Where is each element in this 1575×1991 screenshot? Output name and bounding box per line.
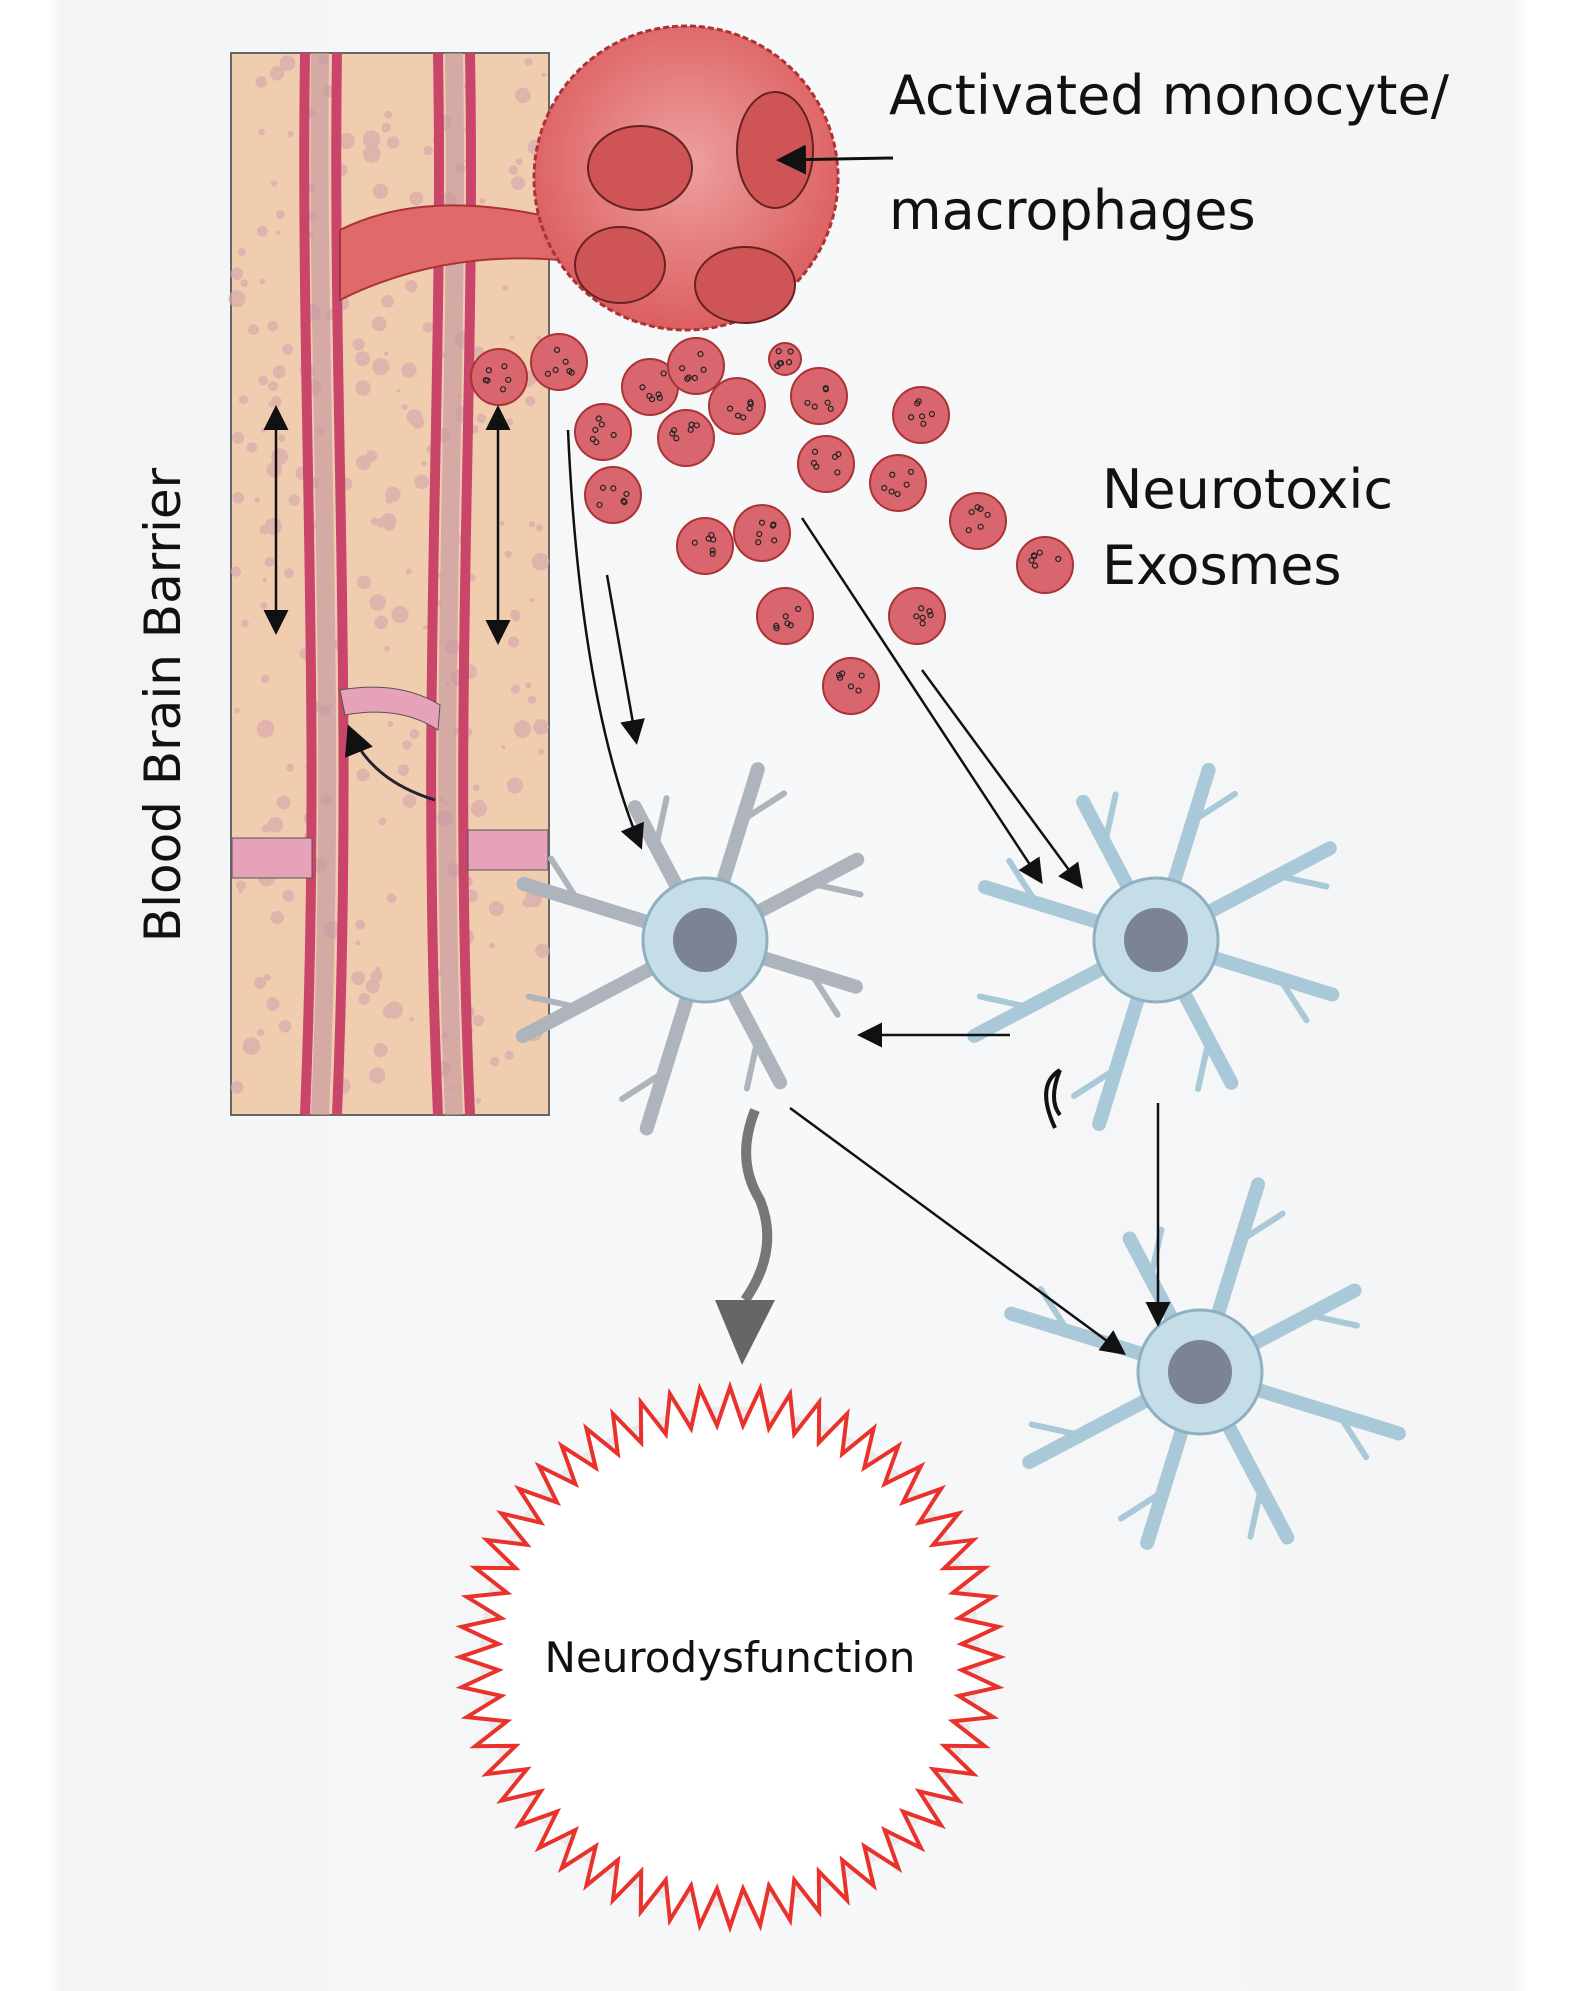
exosome [574, 403, 632, 461]
exosomes-label-1: Neurotoxic [1102, 458, 1393, 521]
exosome [584, 466, 642, 524]
exosome [869, 454, 927, 512]
monocyte-label-2: macrophages [889, 179, 1256, 242]
exosome [797, 435, 855, 493]
bbb-label: Blood Brain Barrier [134, 467, 192, 942]
arrows [566, 429, 1171, 1355]
astrocyte [967, 762, 1340, 1132]
squiggle-arrow [740, 1108, 773, 1303]
squiggle-arrowhead [715, 1300, 775, 1365]
exosome [530, 333, 588, 391]
exosome [790, 367, 848, 425]
exosome [949, 492, 1007, 550]
astrocyte [515, 762, 865, 1136]
monocyte-label-1: Activated monocyte/ [889, 64, 1450, 127]
exosome [822, 657, 880, 715]
exosome [470, 348, 528, 406]
astrocyte [1004, 1177, 1406, 1550]
tight-junction [231, 837, 313, 879]
exosomes-label-2: Exosmes [1102, 534, 1342, 597]
exosome [708, 377, 766, 435]
tight-junction [467, 829, 549, 871]
activated-monocyte [339, 24, 894, 332]
neurodysfunction-label: Neurodysfunction [545, 1633, 916, 1682]
exosome [892, 386, 950, 444]
exosome [667, 337, 725, 395]
neurodysfunction-burst [453, 1380, 1007, 1934]
exosome [657, 409, 715, 467]
exosome [768, 342, 802, 376]
neurotoxic-exosomes [470, 333, 1074, 715]
exosome [733, 504, 791, 562]
exosome [676, 517, 734, 575]
exosome [1016, 536, 1074, 594]
exosome [888, 587, 946, 645]
exosome [756, 587, 814, 645]
